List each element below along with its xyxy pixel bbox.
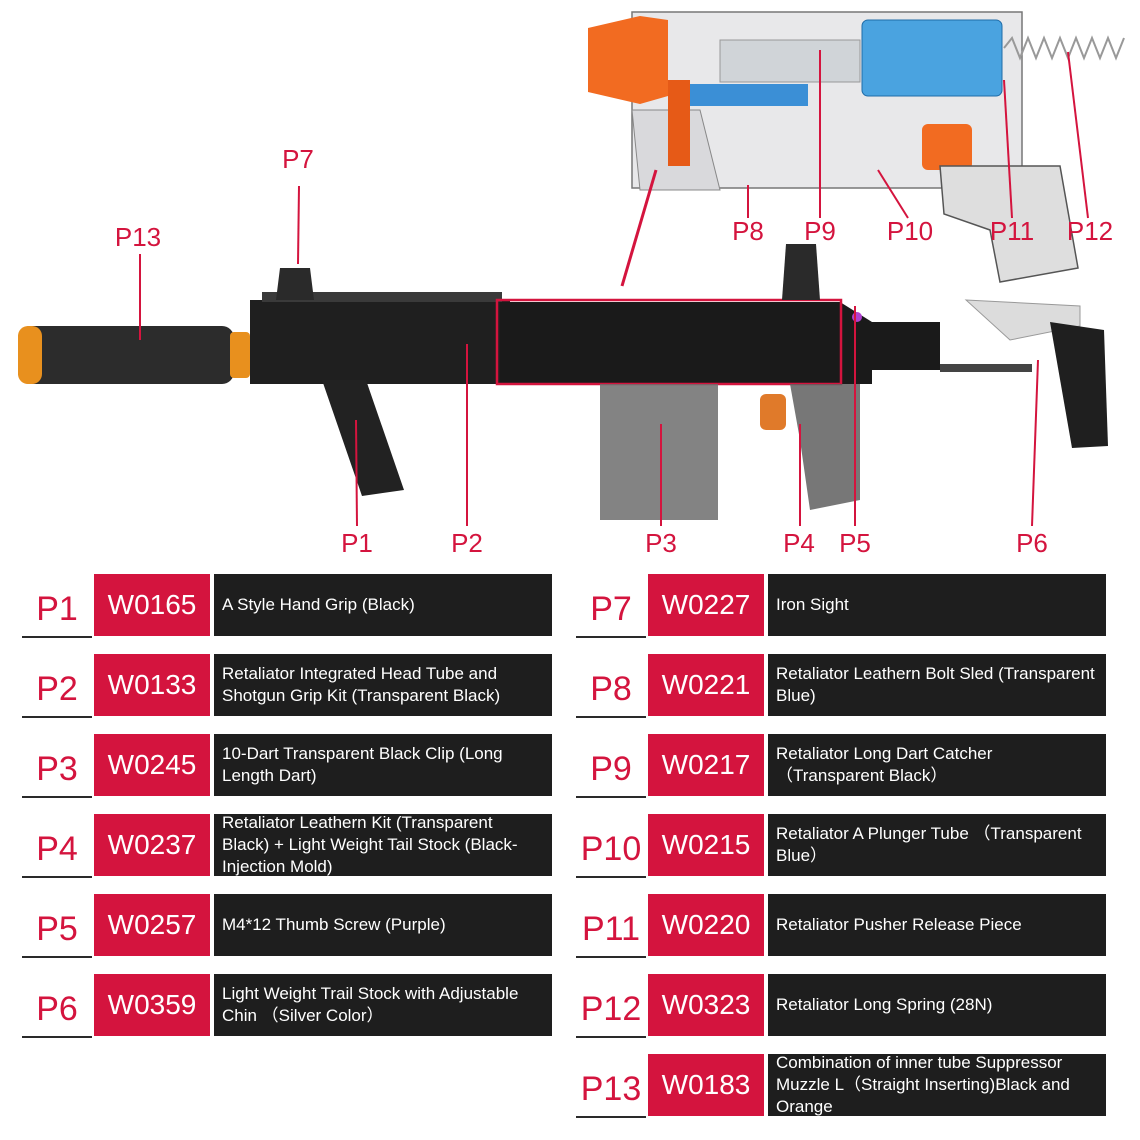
trigger-guard [922,124,972,170]
part-row-p1: P1 W0165 A Style Hand Grip (Black) [22,574,554,638]
stock-rod [940,364,1032,372]
callout-p10: P10 [886,216,934,246]
callout-p1: P1 [341,528,373,558]
part-id: P5 [22,900,92,958]
callout-p4: P4 [783,528,815,558]
part-row-p8: P8 W0221 Retaliator Leathern Bolt Sled (… [576,654,1108,718]
part-id: P6 [22,980,92,1038]
part-description: M4*12 Thumb Screw (Purple) [214,894,552,956]
callout-p11: P11 [989,216,1035,246]
plunger-tube [861,19,1003,97]
part-description: Light Weight Trail Stock with Adjustable… [214,974,552,1036]
part-code: W0133 [94,654,210,716]
rear-iron-sight [782,244,820,300]
part-code: W0237 [94,814,210,876]
top-rail [262,292,502,302]
part-code: W0217 [648,734,764,796]
front-iron-sight [276,268,314,300]
orange-front-piece [588,16,668,104]
callout-p13: P13 [114,222,162,252]
part-row-p4: P4 W0237 Retaliator Leathern Kit (Transp… [22,813,554,878]
part-code: W0323 [648,974,764,1036]
leader-p1 [355,419,358,527]
leader-p10 [877,169,909,219]
trigger [760,394,786,430]
part-description: Retaliator Long Dart Catcher （Transparen… [768,734,1106,796]
callout-p7: P7 [282,144,314,174]
part-code: W0359 [94,974,210,1036]
part-row-p13: P13 W0183 Combination of inner tube Supp… [576,1053,1108,1118]
part-row-p12: P12 W0323 Retaliator Long Spring (28N) [576,974,1108,1038]
part-id: P7 [576,580,646,638]
callout-p6: P6 [1016,528,1048,558]
orange-latch [668,80,690,166]
bolt-sled [690,84,808,106]
part-description: Retaliator Integrated Head Tube and Shot… [214,654,552,716]
leader-p7 [297,185,300,265]
part-description: Retaliator Leathern Bolt Sled (Transpare… [768,654,1106,716]
part-id: P2 [22,660,92,718]
part-code: W0221 [648,654,764,716]
part-code: W0257 [94,894,210,956]
part-description: Combination of inner tube Suppressor Muz… [768,1053,1106,1116]
pistol-grip [790,384,860,510]
part-row-p11: P11 W0220 Retaliator Pusher Release Piec… [576,894,1108,958]
part-id: P9 [576,740,646,798]
part-row-p7: P7 W0227 Iron Sight [576,574,1108,638]
dart-clip [600,384,718,520]
inset-pistol-grip [939,165,1079,283]
part-row-p3: P3 W0245 10-Dart Transparent Black Clip … [22,734,554,798]
buffer-tube [872,322,940,370]
part-code: W0183 [648,1054,764,1116]
part-id: P3 [22,740,92,798]
part-code: W0215 [648,814,764,876]
callout-p5: P5 [839,528,871,558]
part-description: A Style Hand Grip (Black) [214,574,552,636]
long-spring [1003,35,1125,61]
part-description: Retaliator Leathern Kit (Transparent Bla… [214,813,552,876]
part-description: 10-Dart Transparent Black Clip (Long Len… [214,734,552,796]
part-id: P10 [576,820,646,878]
part-code: W0220 [648,894,764,956]
part-description: Retaliator Pusher Release Piece [768,894,1106,956]
part-id: P11 [576,900,646,958]
part-id: P4 [22,820,92,878]
leader-p11 [1003,79,1013,219]
thumb-screw [852,312,862,322]
part-code: W0227 [648,574,764,636]
part-row-p6: P6 W0359 Light Weight Trail Stock with A… [22,974,554,1038]
part-row-p5: P5 W0257 M4*12 Thumb Screw (Purple) [22,894,554,958]
stock-butt [1050,322,1108,448]
handguard [250,300,510,384]
callout-p3: P3 [645,528,677,558]
hand-grip [322,380,404,496]
callout-p12: P12 [1066,216,1114,246]
part-code: W0245 [94,734,210,796]
suppressor [18,326,234,384]
callout-p9: P9 [804,216,836,246]
suppressor-orange-cap [18,326,42,384]
part-description: Iron Sight [768,574,1106,636]
callout-p8: P8 [732,216,764,246]
part-id: P13 [576,1060,646,1118]
part-id: P8 [576,660,646,718]
part-id: P12 [576,980,646,1038]
part-description: Retaliator Long Spring (28N) [768,974,1106,1036]
part-code: W0165 [94,574,210,636]
main-blaster [18,185,1108,527]
part-row-p2: P2 W0133 Retaliator Integrated Head Tube… [22,654,554,718]
mechanism-inset [588,11,1125,283]
part-row-p10: P10 W0215 Retaliator A Plunger Tube （Tra… [576,814,1108,878]
dart-catcher [719,39,861,83]
blaster-illustration [18,11,1125,527]
callout-p2: P2 [451,528,483,558]
suppressor-orange-ring [230,332,250,378]
inset-connector-line [620,169,658,287]
part-id: P1 [22,580,92,638]
leader-p6 [1031,359,1039,527]
part-description: Retaliator A Plunger Tube （Transparent B… [768,814,1106,876]
leader-p12 [1067,51,1089,219]
receiver [500,302,872,384]
part-row-p9: P9 W0217 Retaliator Long Dart Catcher （T… [576,734,1108,798]
